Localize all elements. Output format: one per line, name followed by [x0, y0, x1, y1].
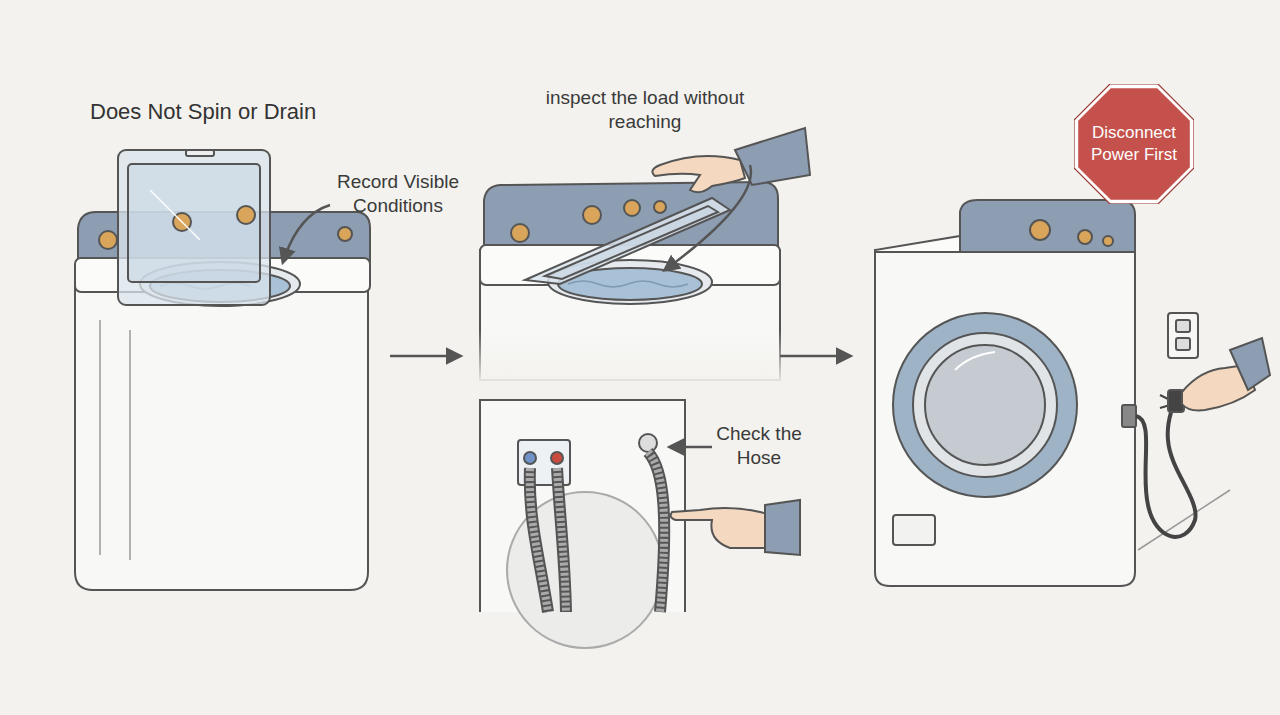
- diagram-title: Does Not Spin or Drain: [90, 98, 316, 126]
- flow-arrow: [780, 355, 850, 358]
- flow-arrow: [390, 355, 460, 358]
- octagon-shape: [1076, 86, 1191, 201]
- octagon-rim: [1074, 84, 1194, 204]
- callout-label: inspect the load without reaching: [540, 86, 750, 134]
- octagon-outline: [1074, 84, 1194, 204]
- node-text: Disconnect Power First: [1086, 122, 1182, 166]
- front-loader-washer: [875, 200, 1270, 586]
- top-loader-washer: [75, 150, 370, 590]
- node-text-area: Disconnect Power First: [1074, 84, 1194, 204]
- callout-label: Check the Hose: [704, 422, 814, 470]
- stop-sign: Disconnect Power First: [1074, 84, 1194, 204]
- callout-label: Record Visible Conditions: [316, 170, 480, 218]
